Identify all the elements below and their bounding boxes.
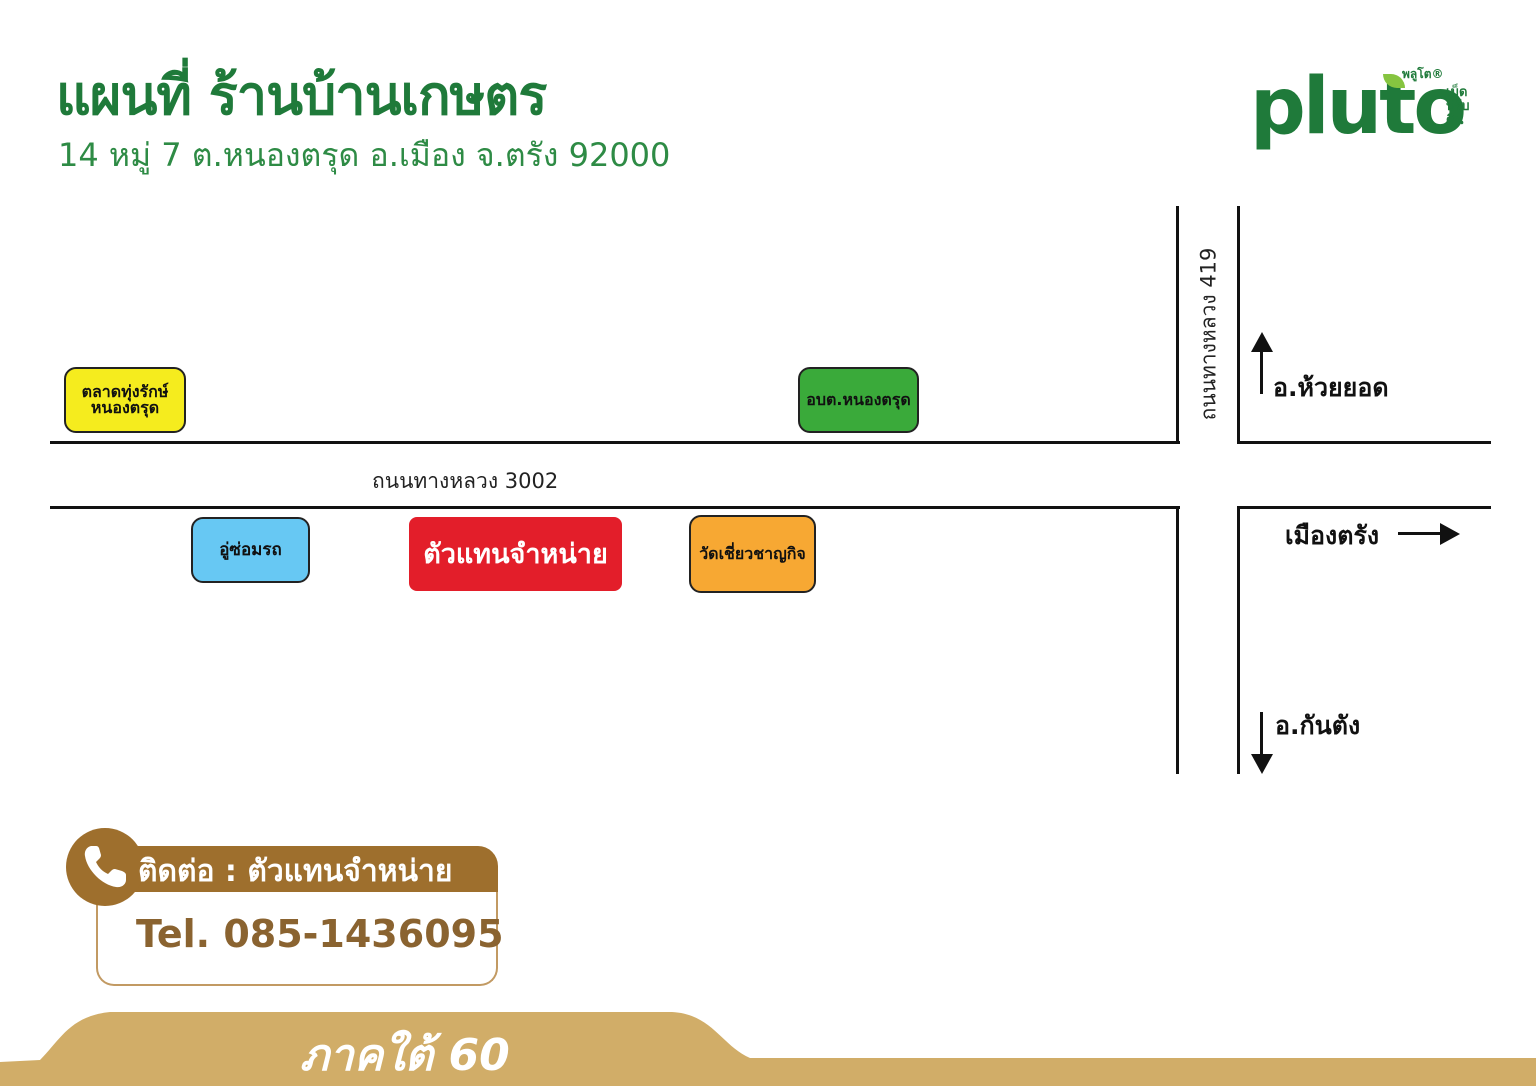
arrow-down-icon xyxy=(1251,754,1273,774)
road-3002-south-edge xyxy=(50,506,1180,509)
road-3002-north-edge xyxy=(50,441,1180,444)
arrow-north-shaft xyxy=(1260,346,1263,394)
road-3002-label: ถนนทางหลวง 3002 xyxy=(372,469,559,493)
phone-icon xyxy=(84,846,126,888)
road-3002-north-edge-east xyxy=(1237,441,1491,444)
arrow-east-shaft xyxy=(1398,532,1444,535)
direction-south-label: อ.กันตัง xyxy=(1275,711,1361,740)
contact-card xyxy=(96,880,498,986)
landmark-temple-label: วัดเชี่ยวชาญกิจ xyxy=(699,544,806,563)
road-419-label: ถนนทางหลวง 419 xyxy=(1196,247,1221,421)
logo-small-text: พลูโต® xyxy=(1402,67,1444,81)
logo-tagline: เม็ด ปรับ ดิน xyxy=(1446,86,1480,128)
landmark-market[interactable]: ตลาดทุ่งรักษ์ หนองตรุด xyxy=(64,367,186,433)
arrow-up-icon xyxy=(1251,332,1273,352)
road-419-west-edge-south xyxy=(1176,506,1179,774)
leaf-icon xyxy=(1383,74,1405,88)
landmark-market-line1: ตลาดทุ่งรักษ์ xyxy=(81,382,169,401)
landmark-garage[interactable]: อู่ซ่อมรถ xyxy=(191,517,310,583)
direction-north-label: อ.ห้วยยอด xyxy=(1273,373,1389,402)
direction-east-label: เมืองตรัง xyxy=(1285,521,1380,550)
road-419-west-edge-north xyxy=(1176,206,1179,444)
footer-band xyxy=(0,1012,1536,1086)
contact-header-bar xyxy=(92,846,498,892)
pluto-logo: pluto พลูโต® เม็ด ปรับ ดิน xyxy=(1250,62,1480,152)
landmark-sao[interactable]: อบต.หนองตรุด xyxy=(798,367,919,433)
landmark-market-line2: หนองตรุด xyxy=(90,398,160,417)
logo-tagline-line: เม็ด xyxy=(1446,85,1468,100)
road-419-east-edge-south xyxy=(1237,506,1240,774)
logo-tagline-line: ดิน xyxy=(1446,113,1464,128)
phone-badge xyxy=(66,828,144,906)
contact-heading: ติดต่อ : ตัวแทนจำหน่าย xyxy=(138,854,453,889)
arrow-south-shaft xyxy=(1260,712,1263,756)
logo-tagline-line: ปรับ xyxy=(1446,99,1470,114)
dealer-location-label: ตัวแทนจำหน่าย xyxy=(423,538,608,570)
shop-address: 14 หมู่ 7 ต.หนองตรุด อ.เมือง จ.ตรัง 9200… xyxy=(58,136,671,174)
contact-phone-number[interactable]: Tel. 085-1436095 xyxy=(136,912,504,956)
landmark-temple[interactable]: วัดเชี่ยวชาญกิจ xyxy=(689,515,816,593)
road-419-east-edge-north xyxy=(1237,206,1240,444)
arrow-right-icon xyxy=(1440,523,1460,545)
dealer-location[interactable]: ตัวแทนจำหน่าย xyxy=(409,517,622,591)
region-label: ภาคใต้ 60 xyxy=(300,1030,510,1081)
landmark-garage-label: อู่ซ่อมรถ xyxy=(219,539,282,560)
road-3002-south-edge-east xyxy=(1237,506,1491,509)
landmark-sao-label: อบต.หนองตรุด xyxy=(806,390,911,409)
map-title: แผนที่ ร้านบ้านเกษตร xyxy=(56,64,547,127)
logo-wordmark: pluto xyxy=(1250,62,1467,152)
